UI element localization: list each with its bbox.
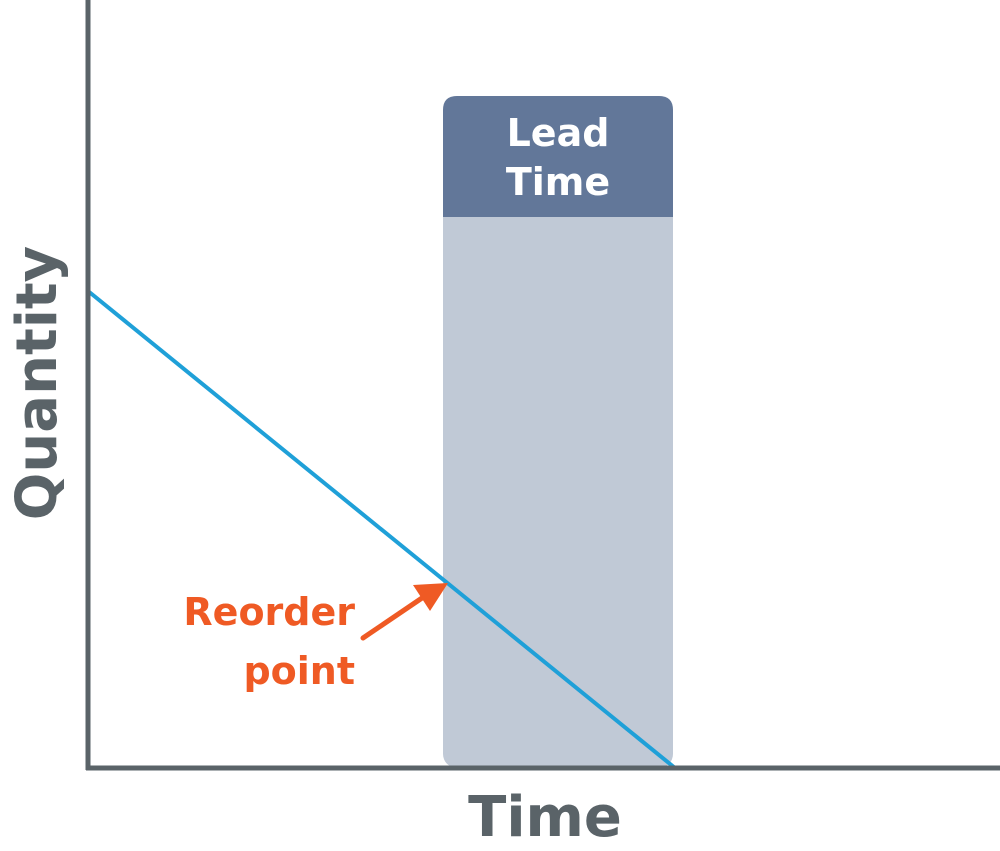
lead-time-label-line1: Lead xyxy=(507,111,610,155)
x-axis-label: Time xyxy=(468,785,622,850)
y-axis-label: Quantity xyxy=(5,246,70,520)
reorder-arrow-head xyxy=(413,583,448,611)
lead-time-label-line2: Time xyxy=(506,160,610,204)
lead-time-band xyxy=(443,96,673,768)
lead-time-header xyxy=(443,96,673,217)
inventory-level-line xyxy=(86,289,677,770)
reorder-point-label-line2: point xyxy=(243,649,355,693)
reorder-arrow-shaft xyxy=(360,595,425,641)
reorder-point-label-line1: Reorder xyxy=(183,590,355,634)
